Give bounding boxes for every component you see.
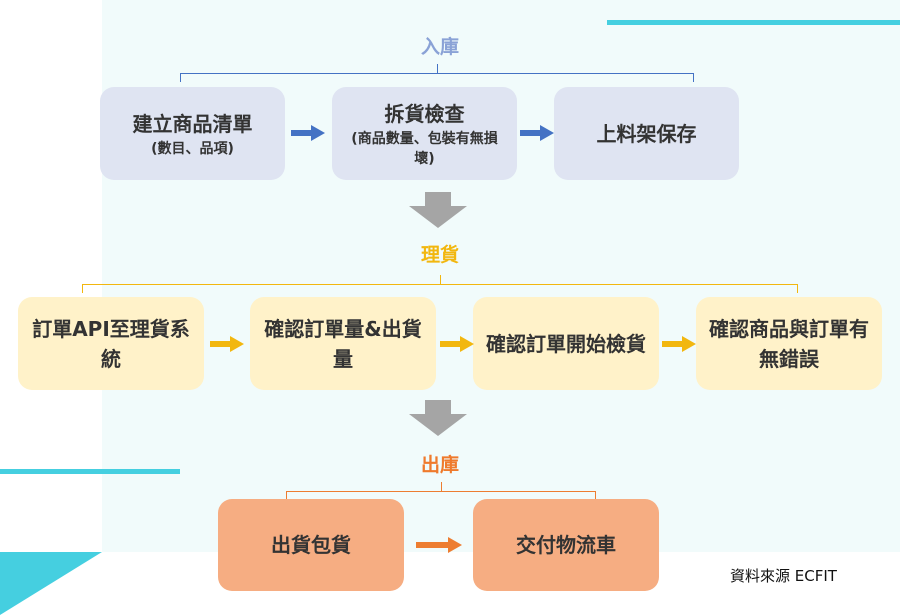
step-label: 確認商品與訂單有無錯誤 [709,316,869,371]
stage-title-sorting: 理貨 [420,244,459,266]
step-label: 訂單API至理貨系統 [32,316,190,371]
step-shelve-storage: 上料架保存 [554,87,739,180]
bracket-outbound [286,482,596,500]
step-hand-to-carrier: 交付物流車 [473,499,659,591]
arrow-right-icon [210,336,244,352]
corner-triangle [0,552,102,615]
stage-title-inbound: 入庫 [420,36,459,58]
step-label: 出貨包貨 [271,533,351,557]
step-label: 上料架保存 [596,121,697,146]
arrow-right-icon [291,125,325,141]
step-order-api: 訂單API至理貨系統 [18,297,204,390]
step-label: 確認訂單開始檢貨 [486,331,646,356]
arrow-down-icon [409,400,467,436]
accent-line-top [607,20,900,25]
stage-title-outbound: 出庫 [420,454,459,476]
step-sublabel: (商品數量、包裝有無損壞) [351,130,498,167]
step-sublabel: (數目、品項) [151,140,234,157]
arrow-right-icon [662,336,696,352]
bracket-inbound [180,64,694,82]
step-check-errors: 確認商品與訂單有無錯誤 [696,297,882,390]
step-start-picking: 確認訂單開始檢貨 [473,297,659,390]
step-unpack-inspect: 拆貨檢查 (商品數量、包裝有無損壞) [332,87,517,180]
source-note: 資料來源 ECFIT [730,567,837,585]
step-label: 拆貨檢查 [384,101,465,126]
step-confirm-quantity: 確認訂單量&出貨量 [250,297,436,390]
accent-line-mid [0,469,180,474]
step-pack-goods: 出貨包貨 [218,499,404,591]
arrow-right-icon [520,125,554,141]
step-create-product-list: 建立商品清單 (數目、品項) [100,87,285,180]
background-panel [102,0,900,552]
arrow-right-icon [440,336,474,352]
arrow-right-icon [416,537,462,553]
step-label: 建立商品清單 [132,111,253,136]
arrow-down-icon [409,192,467,228]
bracket-sorting [82,275,798,293]
step-label: 交付物流車 [516,533,616,557]
step-label: 確認訂單量&出貨量 [264,316,422,371]
